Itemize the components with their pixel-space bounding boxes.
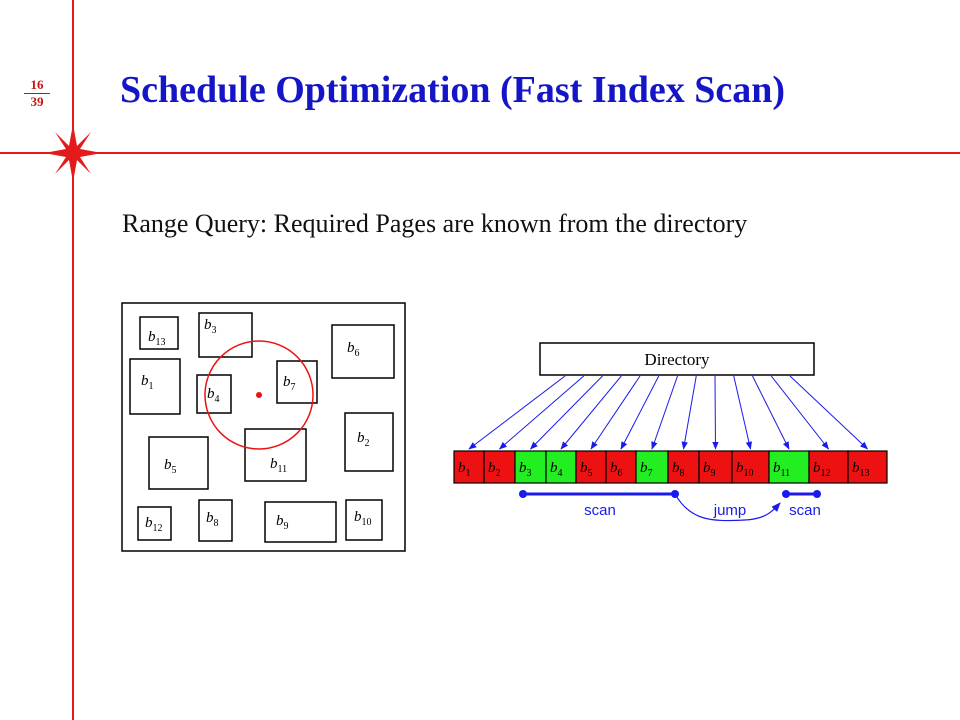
directory-arrow [752,375,790,450]
directory-arrow [620,375,660,450]
page-box [344,412,394,472]
directory-arrow [498,375,585,450]
page-cell-label: b4 [550,460,563,479]
directory-arrow [590,375,641,450]
scan-label: scan [789,502,821,519]
page-cell-label: b3 [519,460,532,479]
directory-arrow [651,375,678,450]
scan-label: scan [584,502,616,519]
page-cell-label: b1 [458,460,471,479]
scan-range-start [782,490,790,498]
scan-range-start [519,490,527,498]
page-cell-label: b6 [610,460,623,479]
page-box [331,324,395,379]
page-cell-label: b9 [703,460,716,479]
slide-subtitle: Range Query: Required Pages are known fr… [122,209,748,238]
red-star-icon [44,124,102,182]
page-cell-red [667,450,700,484]
page-box [148,436,209,490]
page-cell-red [698,450,733,484]
page-label: b10 [354,509,372,528]
page-box [198,312,253,358]
page-box [244,428,307,482]
page-total: 39 [30,94,44,109]
page-box [196,374,232,414]
jump-arrow [674,493,781,522]
directory-arrow [529,375,603,450]
slide-title: Schedule Optimization (Fast Index Scan) [120,69,786,111]
page-sequence: b1 b2 b3 b4 b5 b6 b7 b8 b9 b10 b11 b12 b13 [453,450,888,484]
directory-arrow [468,375,566,450]
page-label: b7 [283,374,296,393]
jump-label: jump [713,502,747,519]
page-cell-red [808,450,849,484]
directory-arrow [770,375,829,450]
page-cell-label: b8 [672,460,685,479]
scan-range-end [813,490,821,498]
page-label: b13 [148,329,166,348]
page-box [345,499,383,541]
directory-box [539,342,815,376]
page-label: b1 [141,373,154,392]
page-cell-green [545,450,577,484]
page-cell-label: b12 [813,460,831,479]
page-cell-label: b2 [488,460,501,479]
page-cell-label: b5 [580,460,593,479]
page-label: b5 [164,457,177,476]
page-box [198,499,233,542]
page-cell-red [847,450,888,484]
directory-label: Directory [644,350,710,369]
page-label: b9 [276,513,289,532]
left-red-rule [72,0,74,720]
page-cell-label: b7 [640,460,653,479]
page-cell-green [514,450,547,484]
page-box [139,316,179,350]
page-cell-red [483,450,516,484]
data-space-frame [121,302,406,552]
page-box [129,358,181,415]
directory-arrow [681,375,697,450]
directory-arrow [560,375,622,450]
page-label: b11 [270,456,287,475]
query-center-point [256,392,262,398]
page-label: b4 [207,386,220,405]
page-label: b6 [347,340,360,359]
page-box [264,501,337,543]
page-cell-label: b10 [736,460,754,479]
page-label: b2 [357,430,370,449]
page-box [276,360,318,404]
page-box [137,506,172,541]
page-cell-red [731,450,770,484]
directory-arrow [789,375,869,450]
page-current: 16 [24,78,50,94]
page-label: b12 [145,515,163,534]
page-cell-label: b11 [773,460,790,479]
page-counter: 16 39 [24,78,50,109]
page-label: b8 [206,510,219,529]
page-label: b3 [204,317,217,336]
page-cell-green [635,450,669,484]
page-cell-label: b13 [852,460,870,479]
range-query-circle [204,340,314,450]
header-red-rule [0,152,960,154]
directory-arrow [733,375,753,450]
directory-arrow [712,375,719,450]
directory-pointer-arrows [468,375,869,450]
